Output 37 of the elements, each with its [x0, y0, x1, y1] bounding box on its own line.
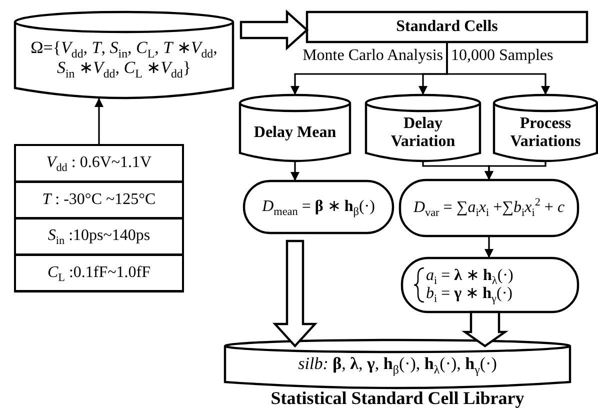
parameter-range: S$_{in}$ :10ps~140ps — [48, 227, 150, 246]
formula-text: D$_{mean}$ = β ∗ h$_{β}$(·) — [262, 198, 375, 216]
block-arrow — [462, 310, 508, 348]
parameter-range: C$_{L}$ :0.1fF~1.0fF — [47, 264, 151, 282]
database-cylinder — [240, 95, 350, 161]
formula-text: silb: β, λ, γ, h$_{β}$(·), h$_{λ}$(·), h$_{γ}$(·) — [298, 354, 497, 374]
arrow — [484, 161, 546, 180]
parameter-range: T : -30°C ~125°C — [42, 190, 156, 209]
node-label: Standard Cells — [396, 18, 498, 36]
parameter-range: V$_{dd}$ : 0.6V~1.1V — [46, 154, 152, 172]
formula-text: D$_{var}$ = ∑a$_{i}$x$_{i}$ +∑b$_{i}$x$_{i}$$^{2}$ + c — [412, 198, 566, 218]
node-label: Statistical Standard Cell Library — [270, 389, 524, 408]
library-cylinder — [225, 340, 570, 388]
arrow — [446, 42, 550, 95]
arrow — [290, 161, 300, 181]
table-row — [15, 254, 183, 291]
database-cylinder — [494, 95, 597, 161]
formula-text: b$_{i}$ = γ ∗ h$_{γ}$(·) — [426, 285, 512, 304]
table-row — [15, 182, 183, 218]
block-arrow — [272, 240, 318, 348]
block-arrow — [240, 10, 309, 50]
node-label: Delay Variation — [390, 114, 456, 152]
process-box — [307, 12, 587, 42]
database-cylinder — [15, 12, 233, 98]
annotation-text: Monte Carlo Analysis — [302, 47, 443, 65]
node-label: Delay Mean — [252, 124, 338, 142]
formula-box — [402, 258, 578, 312]
database-cylinder — [366, 95, 480, 161]
table-row — [15, 218, 183, 254]
formula-box — [244, 181, 393, 233]
formula-text: a$_{i}$ = λ ∗ h$_{λ}$(·) — [426, 266, 514, 285]
formula-text: Ω={V$_{dd}$, T, S$_{in}$, C$_{L}$, T ∗V$_{dd}$, S$_{in}$ ∗V$_{dd}$, C$_{L}$ ∗V$_{dd}$} — [30, 38, 218, 78]
arrow — [94, 98, 104, 145]
node-label: Process Variations — [509, 114, 582, 152]
annotation-text: 10,000 Samples — [451, 47, 554, 65]
formula-box — [400, 180, 578, 236]
arrow — [484, 236, 494, 258]
